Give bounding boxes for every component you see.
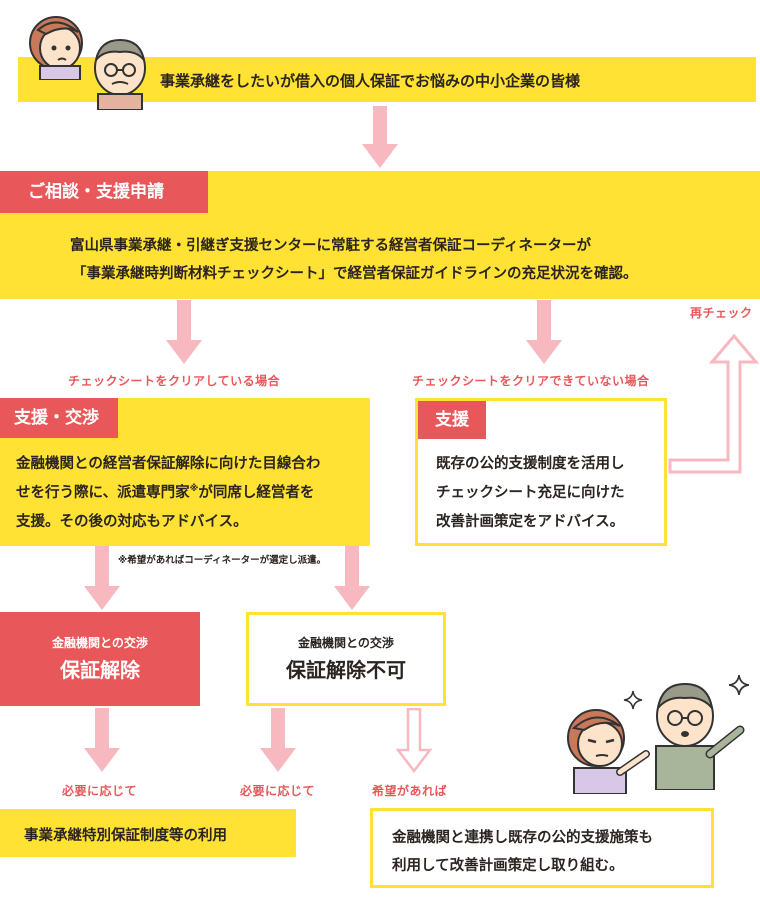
support-line-2: チェックシート充足に向けた bbox=[436, 485, 625, 501]
arrow-down-3a bbox=[84, 546, 120, 610]
outcome-plan-line-2: 利用して改善計画策定し取り組む。 bbox=[392, 858, 624, 874]
arrow-down-4c-outline bbox=[396, 708, 432, 774]
outcome-plan-box bbox=[370, 808, 714, 888]
label-if-needed-1: 必要に応じて bbox=[62, 784, 138, 798]
arrow-down-4a bbox=[84, 708, 120, 772]
note-mark: ※ bbox=[189, 484, 199, 495]
arrow-down-1 bbox=[362, 106, 398, 168]
result-not-release-sub: 金融機関との交渉 bbox=[298, 636, 394, 650]
support-tag: 支援 bbox=[418, 401, 486, 439]
consult-line-2: 「事業承継時判断材料チェックシート」で経営者保証ガイドラインの充足状況を確認。 bbox=[72, 266, 638, 282]
arrow-down-4b bbox=[260, 708, 296, 772]
result-release-main: 保証解除 bbox=[60, 658, 140, 682]
support-negotiation-line-2a: せを行う際に、派遣専門家 bbox=[16, 485, 190, 501]
support-line-3: 改善計画策定をアドバイス。 bbox=[436, 514, 625, 530]
support-negotiation-line-1: 金融機関との経営者保証解除に向けた目線合わ bbox=[16, 456, 321, 472]
consult-line-1: 富山県事業承継・引継ぎ支援センターに常駐する経営者保証コーディネーターが bbox=[70, 238, 591, 254]
outcome-plan-line-1: 金融機関と連携し既存の公的支援施策も bbox=[392, 830, 653, 846]
elder-man-illustration bbox=[94, 38, 146, 110]
result-not-release-main: 保証解除不可 bbox=[286, 658, 406, 682]
recheck-label: 再チェック bbox=[690, 306, 753, 320]
label-cleared: チェックシートをクリアしている場合 bbox=[68, 374, 281, 388]
support-negotiation-tag: 支援・交渉 bbox=[0, 398, 118, 438]
woman-illustration bbox=[29, 16, 83, 80]
top-banner-text: 事業承継をしたいが借入の個人保証でお悩みの中小企業の皆様 bbox=[160, 72, 581, 90]
arrow-down-3b bbox=[334, 546, 370, 610]
woman-pointing-illustration bbox=[567, 709, 650, 794]
support-negotiation-line-2: せを行う際に、派遣専門家※が同席し経営者を bbox=[16, 481, 314, 502]
label-if-desired: 希望があれば bbox=[372, 784, 448, 798]
support-negotiation-line-2b: が同席し経営者を bbox=[198, 485, 315, 501]
result-not-release-box bbox=[246, 612, 446, 706]
recheck-arrow bbox=[668, 333, 760, 474]
result-release-sub: 金融機関との交渉 bbox=[52, 636, 148, 650]
arrow-down-2a bbox=[166, 300, 202, 364]
label-not-cleared: チェックシートをクリアできていない場合 bbox=[412, 374, 650, 388]
sparkle-icon bbox=[728, 674, 750, 696]
dispatch-note: ※希望があればコーディネーターが選定し派遣。 bbox=[118, 555, 327, 566]
consult-tag: ご相談・支援申請 bbox=[0, 171, 208, 213]
sparkle-icon bbox=[623, 690, 643, 710]
elder-man-pointing-illustration bbox=[655, 682, 745, 790]
outcome-special-text: 事業承継特別保証制度等の利用 bbox=[24, 828, 227, 844]
support-line-1: 既存の公的支援制度を活用し bbox=[436, 456, 625, 472]
result-release-box bbox=[0, 612, 200, 706]
label-if-needed-2: 必要に応じて bbox=[240, 784, 316, 798]
arrow-down-2b bbox=[526, 300, 562, 364]
support-negotiation-line-3: 支援。その後の対応もアドバイス。 bbox=[16, 514, 248, 530]
outcome-special-box bbox=[0, 809, 296, 857]
